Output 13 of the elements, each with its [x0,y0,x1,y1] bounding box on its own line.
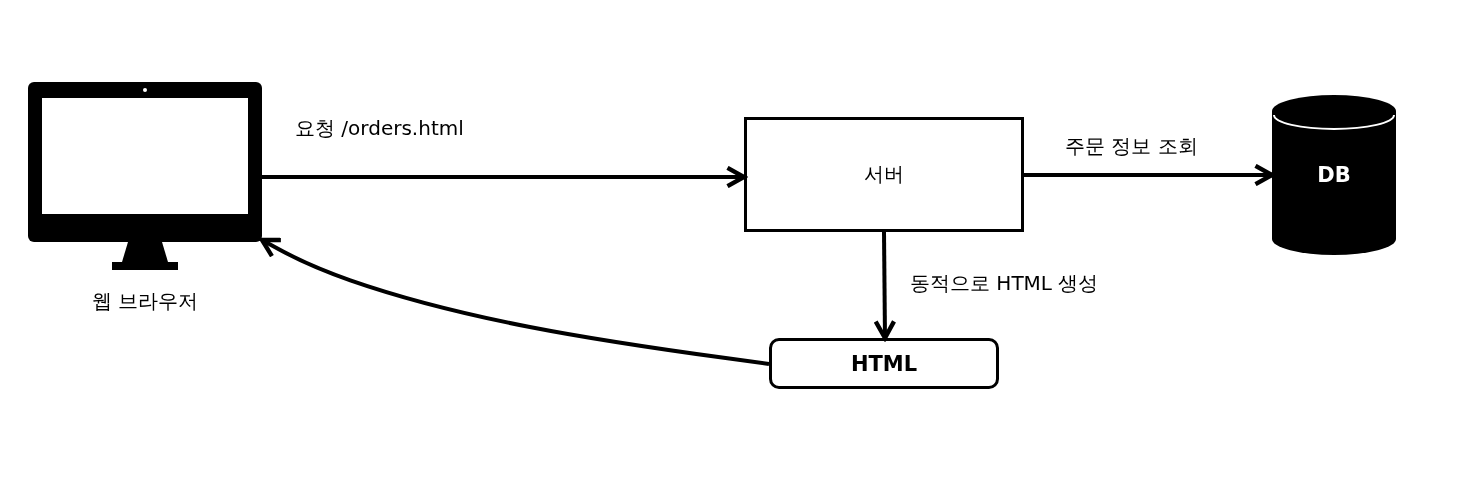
node-caption: 웹 브라우저 [91,288,199,315]
document-box [769,338,999,389]
arrow [262,165,747,189]
process-box [744,117,1024,232]
arrow [259,237,770,366]
edge-label: 요청 /orders.html [295,115,464,142]
edge-label: 동적으로 HTML 생성 [910,270,1099,297]
database-label: DB [1317,163,1351,187]
node-label: 서버 [864,161,904,188]
arrow [873,231,897,341]
arrow [1024,163,1275,187]
edge-label: 주문 정보 조회 [1065,133,1198,160]
node-label: HTML [850,351,918,376]
